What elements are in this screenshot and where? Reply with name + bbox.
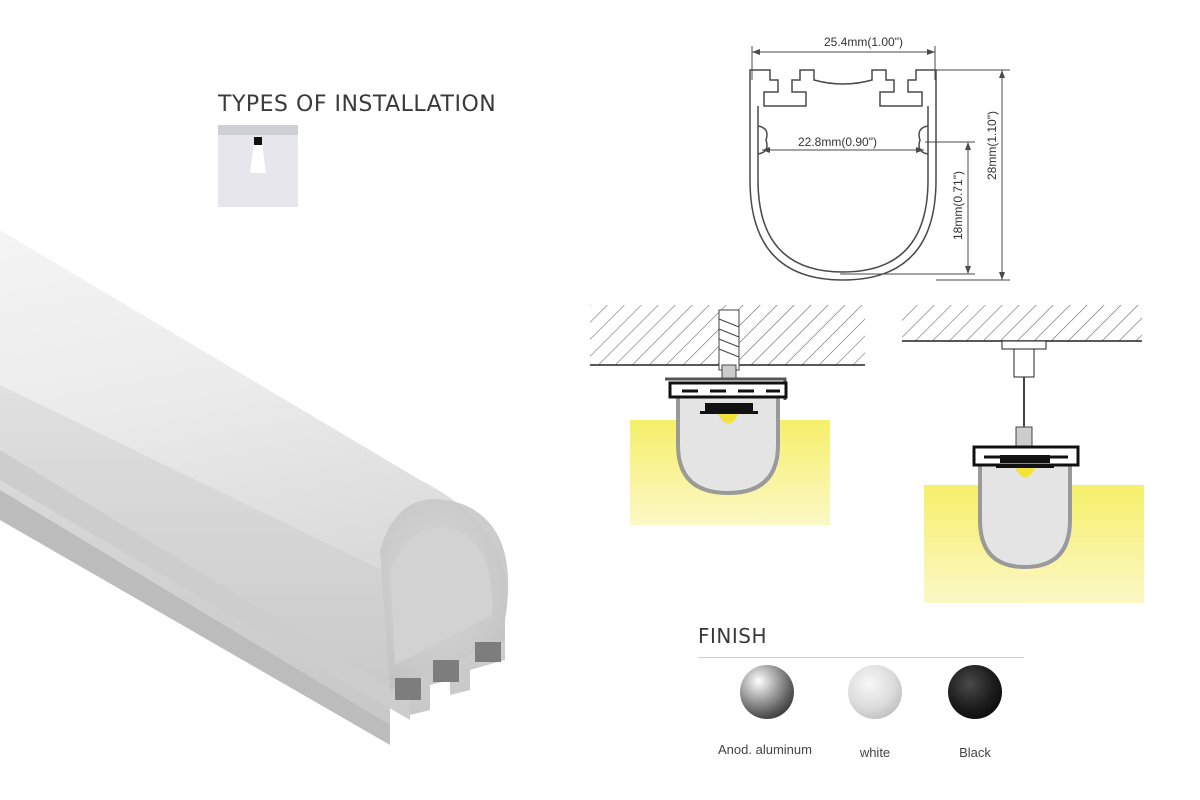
types-of-installation-title: TYPES OF INSTALLATION: [218, 92, 497, 117]
surface-mount-diagram: [590, 305, 865, 525]
outer-height-label: 28mm(1.10"): [985, 111, 999, 180]
outer-width-label: 25.4mm(1.00"): [824, 35, 903, 49]
suspended-mount-diagram: [902, 305, 1144, 603]
finish-swatch-white: [848, 665, 902, 719]
finish-swatch-black: [948, 665, 1002, 719]
finish-label-white: white: [859, 745, 891, 760]
finish-swatch-anodized-aluminum: [740, 665, 794, 719]
finish-label-anodized-aluminum: Anod. aluminum: [718, 742, 812, 757]
finish-label-black: Black: [959, 745, 991, 760]
inner-width-label: 22.8mm(0.90"): [798, 135, 877, 149]
surface-mount-icon: [218, 125, 298, 207]
finish-divider: [698, 657, 1024, 658]
profile-product-image: [0, 230, 509, 745]
inner-height-label: 18mm(0.71"): [951, 171, 965, 240]
finish-title: FINISH: [698, 624, 767, 648]
profile-cross-section-drawing: 25.4mm(1.00") 22.8mm(0.90") 18mm(0.71") …: [749, 35, 1010, 281]
